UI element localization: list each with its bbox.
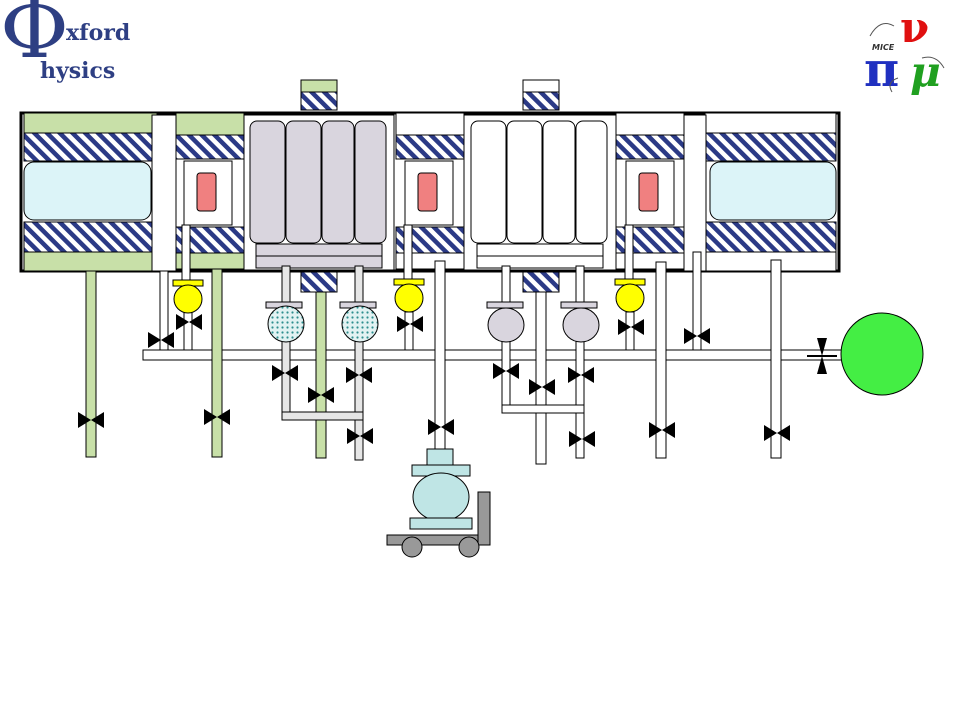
pipe <box>159 270 169 351</box>
logo-word-oxford: xford <box>66 20 131 46</box>
pipe <box>501 404 585 414</box>
turbo-pump-icon <box>412 472 470 522</box>
window-left <box>23 161 152 221</box>
valve-icon[interactable] <box>618 319 644 335</box>
vessel-icon <box>341 305 379 343</box>
pipe <box>281 339 291 421</box>
wheel-icon <box>401 536 423 558</box>
pipe <box>624 224 634 284</box>
pump-trolley <box>386 448 491 558</box>
pipe <box>625 311 635 351</box>
rf-cavity-3 <box>615 112 685 270</box>
pipe <box>770 259 782 459</box>
pipe <box>281 411 364 421</box>
pipe <box>692 251 702 351</box>
gauge-icon <box>615 283 645 313</box>
valve-icon[interactable] <box>684 328 710 344</box>
pipe <box>501 265 511 305</box>
absorber-cell <box>354 120 387 244</box>
vessel-icon <box>562 307 600 343</box>
absorber-cell <box>249 120 286 244</box>
logo-word-physics: hysics <box>40 58 116 84</box>
pipe <box>535 291 547 465</box>
pipe <box>354 339 364 461</box>
absorber-module-right <box>463 79 617 293</box>
pipes <box>85 224 850 465</box>
valve-icon[interactable] <box>148 332 174 348</box>
mice-logo-nu: ν <box>900 6 929 52</box>
mice-logo-swirls <box>869 23 945 93</box>
valve-icon[interactable] <box>569 431 595 447</box>
window-right <box>709 161 837 221</box>
gauge-icon <box>394 283 424 313</box>
vacuum-manifold <box>142 349 844 361</box>
pipe <box>501 339 511 413</box>
absorber-cell <box>285 120 322 244</box>
pipe <box>181 224 191 284</box>
absorber-cell <box>575 120 608 244</box>
wheel-icon <box>458 536 480 558</box>
absorber-cell <box>470 120 507 244</box>
valve-icon[interactable] <box>308 387 334 403</box>
absorber-cell <box>321 120 355 244</box>
valve-icon[interactable] <box>347 428 373 444</box>
absorber-module-left <box>243 79 395 293</box>
valve-icon[interactable] <box>397 316 423 332</box>
pipe <box>85 270 97 458</box>
pump-icon <box>840 312 924 396</box>
valve-icon[interactable] <box>272 365 298 381</box>
pipe <box>655 261 667 459</box>
mice-logo-pi: π <box>864 42 899 96</box>
pipe <box>354 265 364 305</box>
gauge-icon <box>173 284 203 314</box>
pressure-gauges <box>172 278 646 314</box>
valve-icon[interactable] <box>346 367 372 383</box>
end-coil-left <box>23 112 158 272</box>
mice-logo: ν π μ MICE <box>864 6 945 96</box>
valve-icon[interactable] <box>493 363 519 379</box>
pipe <box>315 291 327 459</box>
oxford-physics-logo: Φ xford hysics <box>0 0 140 90</box>
pipe <box>575 265 585 305</box>
valve-icon[interactable] <box>649 422 675 438</box>
valves <box>78 314 790 447</box>
valve-icon[interactable] <box>204 409 230 425</box>
pipe <box>211 268 223 458</box>
rf-coil-2 <box>417 172 438 212</box>
rf-coil-1 <box>196 172 217 212</box>
divider-posts <box>151 114 707 272</box>
pipe <box>404 311 414 351</box>
mice-logo-mu: μ <box>910 47 941 96</box>
absorber-cell <box>542 120 576 244</box>
valve-icon[interactable] <box>764 425 790 441</box>
mice-logo-badge: MICE <box>872 43 895 52</box>
hydrogen-vessels <box>265 301 600 343</box>
valve-icon[interactable] <box>529 379 555 395</box>
rf-cavity-2 <box>395 112 465 270</box>
vessel-icon <box>267 305 305 343</box>
valve-icon[interactable] <box>428 419 454 435</box>
valve-icon[interactable] <box>568 367 594 383</box>
valve-icon[interactable] <box>78 412 104 428</box>
vessel-icon <box>487 307 525 343</box>
pipe <box>183 311 193 351</box>
pipe <box>403 224 413 284</box>
end-coil-right <box>704 112 837 272</box>
valve-icon[interactable] <box>176 314 202 330</box>
rf-coil-3 <box>638 172 659 212</box>
pipe <box>281 265 291 305</box>
logo-phi: Φ <box>0 0 69 77</box>
absorber-cell <box>506 120 543 244</box>
vacuum-pump <box>807 312 924 396</box>
